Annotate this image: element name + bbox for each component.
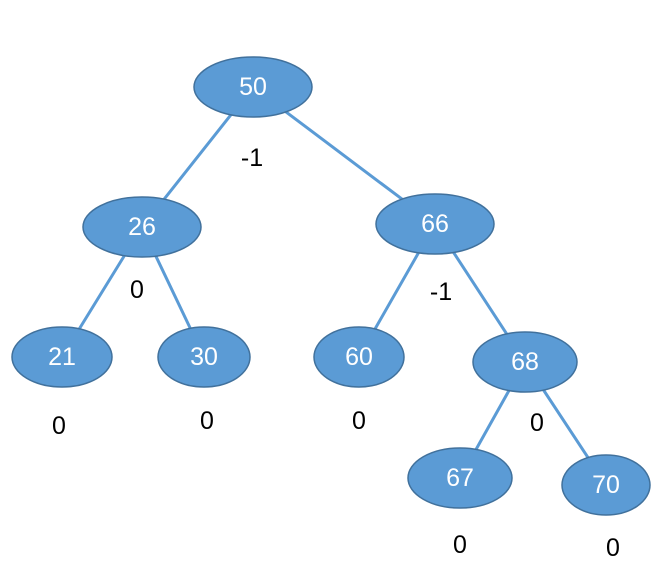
node-ellipse — [82, 196, 202, 258]
node-ellipse — [313, 326, 405, 388]
edge-n66-n68 — [452, 251, 509, 336]
edge-n26-n30 — [154, 254, 192, 330]
edge-n68-n70 — [542, 388, 590, 460]
balance-factor-70: 0 — [606, 534, 620, 562]
nodes-layer: 50 26 66 21 30 60 68 67 70 — [11, 56, 651, 516]
balance-factor-66: -1 — [430, 278, 452, 306]
node-ellipse — [407, 447, 513, 509]
balance-factor-21: 0 — [52, 412, 66, 440]
node-key: 67 — [446, 464, 474, 492]
edge-n66-n60 — [373, 251, 420, 331]
node-ellipse — [11, 326, 113, 388]
edge-n50-n66 — [284, 110, 404, 201]
edges-layer — [77, 110, 590, 460]
tree-node-67: 67 — [407, 447, 513, 509]
node-key: 26 — [128, 213, 156, 241]
node-key: 68 — [511, 348, 539, 376]
balance-factor-26: 0 — [130, 276, 144, 304]
balance-factor-60: 0 — [352, 407, 366, 435]
node-ellipse — [472, 331, 578, 393]
edge-n26-n21 — [77, 254, 126, 331]
node-ellipse — [193, 56, 313, 118]
balance-factor-67: 0 — [453, 531, 467, 559]
tree-node-21: 21 — [11, 326, 113, 388]
edge-n50-n26 — [162, 113, 233, 201]
tree-node-30: 30 — [157, 326, 251, 388]
tree-node-68: 68 — [472, 331, 578, 393]
tree-node-26: 26 — [82, 196, 202, 258]
node-key: 30 — [190, 343, 218, 371]
node-key: 21 — [48, 343, 76, 371]
node-key: 60 — [345, 343, 373, 371]
tree-node-50: 50 — [193, 56, 313, 118]
node-ellipse — [561, 454, 651, 516]
node-ellipse — [157, 326, 251, 388]
node-key: 50 — [239, 73, 267, 101]
balance-factor-30: 0 — [200, 407, 214, 435]
tree-node-70: 70 — [561, 454, 651, 516]
balance-factor-68: 0 — [530, 409, 544, 437]
tree-node-66: 66 — [375, 193, 495, 255]
node-key: 66 — [421, 210, 449, 238]
balance-factor-50: -1 — [241, 144, 263, 172]
tree-node-60: 60 — [313, 326, 405, 388]
balance-labels-layer: -1 0 -1 0 0 0 0 0 0 — [52, 144, 620, 562]
node-key: 70 — [592, 471, 620, 499]
node-ellipse — [375, 193, 495, 255]
edge-n68-n67 — [474, 389, 511, 451]
